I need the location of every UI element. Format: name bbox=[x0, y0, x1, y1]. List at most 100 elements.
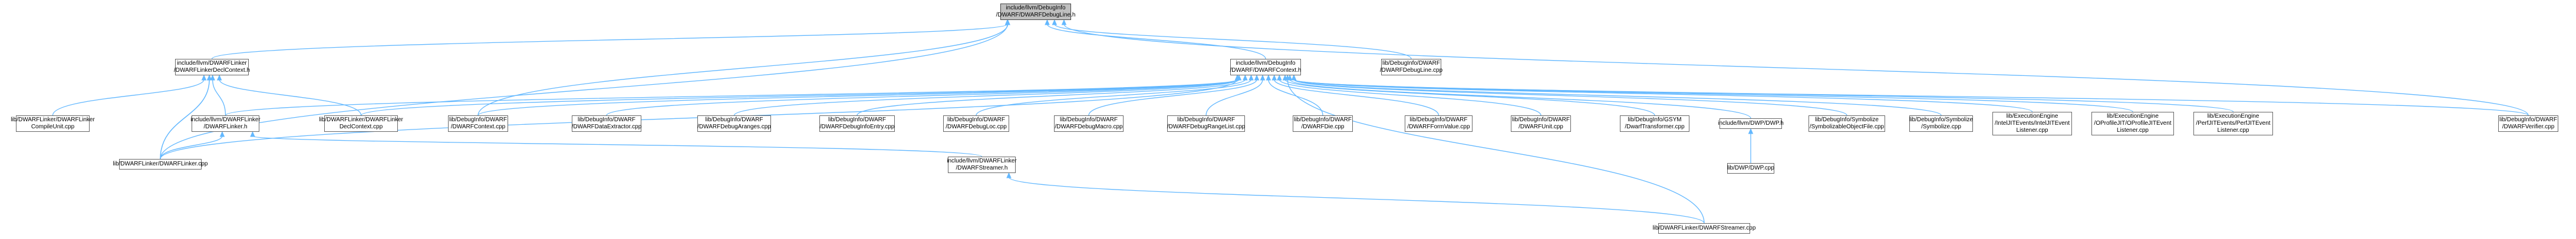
node-dwarfcontext-h[interactable]: include/llvm/DebugInfo/DWARF/DWARFContex… bbox=[1230, 59, 1301, 75]
node-label-line: include/llvm/DWARFLinker bbox=[177, 60, 247, 67]
node-dwarfdebugloc-cpp[interactable]: lib/DebugInfo/DWARF/DWARFDebugLoc.cpp bbox=[943, 115, 1009, 132]
node-label-line: lib/DebugInfo/Symbolize bbox=[1815, 117, 1879, 123]
node-label-line: lib/DebugInfo/DWARF bbox=[1060, 117, 1118, 123]
edge-dwarflinker_cpp-to-root bbox=[160, 24, 1008, 160]
node-dwarfdataextractor-cpp[interactable]: lib/DebugInfo/DWARF/DWARFDataExtractor.c… bbox=[572, 115, 641, 132]
node-inteljiteventlistener-cpp[interactable]: lib/ExecutionEngine/IntelJITEvents/Intel… bbox=[1992, 112, 2072, 135]
node-label-line: /DWARF/DWARFContext.h bbox=[1230, 67, 1302, 74]
node-dwarfunit-cpp[interactable]: lib/DebugInfo/DWARF/DWARFUnit.cpp bbox=[1511, 115, 1571, 132]
node-dwp-h[interactable]: include/llvm/DWP/DWP.h bbox=[1718, 118, 1784, 129]
edge-dwp_h-to-dwarfcontext_h bbox=[1289, 79, 1751, 119]
node-dwp-cpp[interactable]: lib/DWP/DWP.cpp bbox=[1727, 163, 1774, 174]
node-label-line: lib/DebugInfo/Symbolize bbox=[1909, 117, 1973, 123]
edge-debugaranges_cpp-to-dwarfcontext_h bbox=[733, 79, 1240, 116]
node-dwarfstreamer-cpp[interactable]: lib/DWARFLinker/DWARFStreamer.cpp bbox=[1653, 223, 1755, 234]
node-label-line: lib/DWARFLinker/DWARFStreamer.cpp bbox=[1652, 225, 1756, 231]
node-dwarflinker-h[interactable]: include/llvm/DWARFLinker/DWARFLinker.h bbox=[190, 115, 261, 132]
node-dwarfstreamer-h[interactable]: include/llvm/DWARFLinker/DWARFStreamer.h bbox=[947, 157, 1017, 173]
node-label-line: /SymbolizableObjectFile.cpp bbox=[1809, 124, 1885, 130]
edge-arrowhead bbox=[1052, 19, 1058, 25]
edge-dwarflinker_declctx_h-to-root bbox=[211, 24, 1008, 59]
edge-arrowhead bbox=[1266, 74, 1271, 81]
node-label-line: /DwarfTransformer.cpp bbox=[1625, 124, 1685, 130]
edge-arrowhead bbox=[210, 74, 215, 81]
edge-gsym_cpp-to-dwarfcontext_h bbox=[1284, 79, 1655, 116]
node-label-line: lib/ExecutionEngine bbox=[2207, 113, 2259, 120]
node-label-line: /DWARFDebugLoc.cpp bbox=[946, 124, 1007, 130]
node-dwarfdebugrangelist-cpp[interactable]: lib/DebugInfo/DWARF/DWARFDebugRangeList.… bbox=[1167, 115, 1245, 132]
edge-dwarflinker_h-to-dwarfcontext_h bbox=[225, 79, 1238, 116]
node-label-line: /DWARFDebugMacro.cpp bbox=[1055, 124, 1123, 130]
node-label-line: lib/DebugInfo/DWARF bbox=[1294, 117, 1352, 123]
edge-symbolize_cpp-to-dwarfcontext_h bbox=[1293, 79, 1942, 116]
node-label-line: lib/DebugInfo/DWARF bbox=[947, 117, 1005, 123]
node-label-line: lib/DebugInfo/DWARF bbox=[705, 117, 763, 123]
edge-dwarflinker_declctx_cpp-to-dwarfcontext_h bbox=[360, 79, 1238, 116]
edge-streamer_cpp-to-dwarfcontext_h bbox=[1287, 79, 1705, 224]
edge-arrowhead bbox=[1234, 74, 1240, 81]
node-perfjiteventlistener-cpp[interactable]: lib/ExecutionEngine/PerfJITEvents/PerfJI… bbox=[2193, 112, 2273, 135]
edge-die_cpp-to-dwarfcontext_h bbox=[1268, 79, 1323, 116]
node-label-line: /OProfileJIT/OProfileJITEvent bbox=[2094, 120, 2172, 127]
node-label-line: lib/DWARFLinker/DWARFLinker bbox=[11, 117, 95, 123]
edge-perf_jit_cpp-to-dwarfcontext_h bbox=[1293, 79, 2234, 112]
edge-oprofile_jit_cpp-to-dwarfcontext_h bbox=[1293, 79, 2133, 112]
node-label-line: DeclContext.cpp bbox=[339, 124, 383, 130]
node-label-line: lib/ExecutionEngine bbox=[2107, 113, 2159, 120]
node-gsym-dwarftransformer-cpp[interactable]: lib/DebugInfo/GSYM/DwarfTransformer.cpp bbox=[1620, 115, 1689, 132]
node-dwarfdebugline-cpp[interactable]: lib/DebugInfo/DWARF/DWARFDebugLine.cpp bbox=[1380, 59, 1442, 75]
node-dwarflinker-cpp[interactable]: lib/DWARFLinker/DWARFLinker.cpp bbox=[113, 159, 207, 170]
node-root-dwarfdebugline-h[interactable]: include/llvm/DebugInfo/DWARF/DWARFDebugL… bbox=[996, 4, 1075, 20]
node-symbolizableobjectfile-cpp[interactable]: lib/DebugInfo/Symbolize/SymbolizableObje… bbox=[1809, 115, 1885, 132]
node-dwarfdie-cpp[interactable]: lib/DebugInfo/DWARF/DWARFDie.cpp bbox=[1293, 115, 1353, 132]
edge-arrowhead bbox=[1005, 19, 1010, 25]
node-label-line: lib/DebugInfo/DWARF bbox=[578, 117, 635, 123]
edge-arrowhead bbox=[206, 74, 212, 81]
node-label-line: /DWARFDataExtractor.cpp bbox=[571, 124, 642, 130]
edge-dwarfcontext_cpp-to-dwarfcontext_h bbox=[477, 79, 1238, 116]
node-label-line: lib/DebugInfo/GSYM bbox=[1628, 117, 1682, 123]
node-dwarfcontext-cpp[interactable]: lib/DebugInfo/DWARF/DWARFContext.cpp bbox=[448, 115, 508, 132]
node-label-line: lib/ExecutionEngine bbox=[2006, 113, 2058, 120]
edge-dwarflinker_cpp-to-dwarflinker_declctx_h bbox=[160, 79, 210, 160]
edge-dwarfcontext_h-to-root bbox=[1046, 24, 1266, 59]
node-label-line: lib/DebugInfo/DWARF bbox=[1512, 117, 1570, 123]
node-label-line: /DWARFDebugInfoEntry.cpp bbox=[819, 124, 895, 130]
edge-streamer_cpp-to-streamer_h bbox=[1008, 177, 1705, 224]
node-label-line: /DWARFLinkerDeclContext.h bbox=[173, 67, 251, 74]
node-label-line: lib/DWARFLinker/DWARFLinker.cpp bbox=[113, 161, 208, 167]
edge-arrowhead bbox=[1061, 19, 1067, 25]
edge-arrowhead bbox=[219, 131, 225, 137]
node-label-line: /DWARFFormValue.cpp bbox=[1407, 124, 1470, 130]
edge-formvalue_cpp-to-dwarfcontext_h bbox=[1274, 79, 1439, 116]
node-label-line: lib/DebugInfo/DWARF bbox=[449, 117, 507, 123]
node-label-line: /DWARFVerifier.cpp bbox=[2502, 124, 2555, 130]
node-label-line: /DWARFUnit.cpp bbox=[1518, 124, 1563, 130]
edge-dwarflinker_cpp-to-dwarflinker_h bbox=[160, 135, 223, 160]
node-label-line: CompileUnit.cpp bbox=[31, 124, 75, 130]
node-label-line: include/llvm/DWARFLinker bbox=[947, 158, 1017, 164]
node-dwarflinker-declcontext-h[interactable]: include/llvm/DWARFLinker/DWARFLinkerDecl… bbox=[173, 59, 251, 75]
edge-arrowhead bbox=[1254, 74, 1260, 81]
edge-arrowhead bbox=[1243, 74, 1248, 81]
edge-verifier_cpp-to-dwarfcontext_h bbox=[1293, 79, 2529, 116]
node-label-line: /PerfJITEvents/PerfJITEvent bbox=[2196, 120, 2271, 127]
node-dwarfdebugaranges-cpp[interactable]: lib/DebugInfo/DWARF/DWARFDebugAranges.cp… bbox=[697, 115, 771, 132]
node-dwarfverifier-cpp[interactable]: lib/DebugInfo/DWARF/DWARFVerifier.cpp bbox=[2498, 115, 2558, 132]
edge-arrowhead bbox=[1748, 128, 1754, 134]
node-label-line: /DWARFContext.cpp bbox=[450, 124, 506, 130]
edge-symbolizable_cpp-to-dwarfcontext_h bbox=[1293, 79, 1847, 116]
node-symbolize-cpp[interactable]: lib/DebugInfo/Symbolize/Symbolize.cpp bbox=[1909, 115, 1973, 132]
node-dwarfdebuginfoentry-cpp[interactable]: lib/DebugInfo/DWARF/DWARFDebugInfoEntry.… bbox=[819, 115, 895, 132]
node-label-line: /DWARFLinker.h bbox=[203, 124, 248, 130]
node-label-line: lib/DebugInfo/DWARF bbox=[828, 117, 886, 123]
node-dwarfformvalue-cpp[interactable]: lib/DebugInfo/DWARF/DWARFFormValue.cpp bbox=[1405, 115, 1473, 132]
edge-debuginfoentry_cpp-to-dwarfcontext_h bbox=[857, 79, 1246, 116]
node-oprofilejiteventlistener-cpp[interactable]: lib/ExecutionEngine/OProfileJIT/OProfile… bbox=[2091, 112, 2174, 135]
node-label-line: lib/DWP/DWP.cpp bbox=[1727, 165, 1774, 171]
node-dwarfdebugmacro-cpp[interactable]: lib/DebugInfo/DWARF/DWARFDebugMacro.cpp bbox=[1054, 115, 1124, 132]
node-label-line: /DWARFDie.cpp bbox=[1301, 124, 1345, 130]
